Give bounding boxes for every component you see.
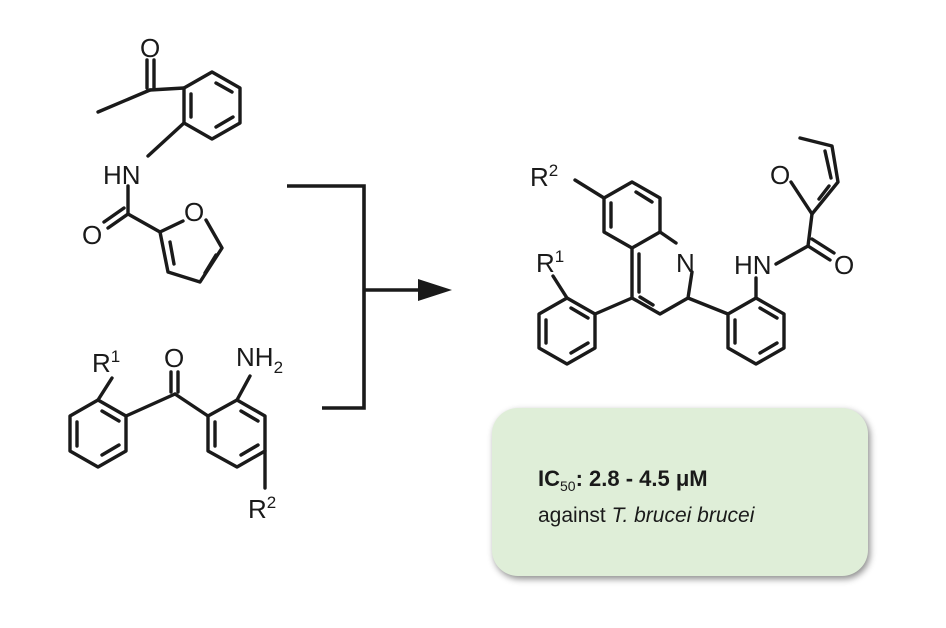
- r1-label: R1: [92, 347, 120, 378]
- r2-label: R2: [248, 493, 276, 524]
- ketone-right-bond: [173, 392, 210, 418]
- nh2-bond: [235, 374, 252, 402]
- r1-bond: [96, 376, 114, 402]
- product-quinoline-furamide: R2 N R1 HN O: [530, 136, 854, 366]
- product-furan-ring: [789, 136, 840, 216]
- c2-aryl-bond: [686, 296, 730, 316]
- product-amide-nh-label: HN: [734, 250, 772, 280]
- ic50-value-line: IC50: 2.8 - 4.5 μM: [538, 466, 708, 494]
- quinoline-benzo-ring: [602, 180, 662, 250]
- product-amide-co-bond: [806, 244, 832, 262]
- product-amide-oxygen: O: [834, 250, 854, 280]
- against-label: against: [538, 504, 606, 527]
- quinoline-nitrogen: N: [676, 248, 695, 278]
- ketone-oxygen: O: [164, 343, 184, 373]
- reactant2-left-ring: [68, 398, 128, 469]
- reactant1-benzene-ring: [182, 70, 242, 141]
- quinoline-pyridine-ring: [630, 230, 694, 316]
- reaction-bracket: [287, 184, 366, 410]
- amide-co-bond: [106, 212, 130, 230]
- activity-result-box: IC50: 2.8 - 4.5 μM against T. brucei bru…: [492, 408, 868, 576]
- reactant-aminobenzophenone: R1 O NH2 R2: [68, 342, 283, 524]
- product-r1-label: R1: [536, 247, 564, 278]
- acetyl-bond: [148, 86, 186, 92]
- ic50-range: : 2.8 - 4.5 μM: [575, 466, 708, 491]
- reaction-arrow: [364, 279, 452, 301]
- target-organism-line: against T. brucei brucei: [538, 504, 754, 528]
- amide-oxygen: O: [82, 220, 102, 250]
- anilide-n-bond: [146, 121, 186, 158]
- reactant1-furan-ring: [158, 218, 224, 284]
- amide-nh-label: HN: [103, 160, 141, 190]
- c4-aryl-bond: [593, 296, 634, 316]
- organism-name: T. brucei brucei: [611, 504, 755, 527]
- product-anilide-ring: [726, 296, 786, 366]
- acetyl-oxygen: O: [140, 33, 160, 63]
- reactant2-right-ring: [206, 398, 267, 469]
- product-r1-bond: [551, 274, 569, 300]
- furan-oxygen: O: [184, 197, 204, 227]
- ic50-subscript: 50: [560, 478, 576, 494]
- acetyl-methyl-bond: [96, 88, 152, 114]
- product-r2-label: R2: [530, 161, 558, 192]
- ketone-left-bond: [124, 392, 177, 418]
- nh2-label: NH2: [236, 342, 283, 377]
- product-r1-phenyl-ring: [537, 296, 597, 366]
- product-furan-oxygen: O: [770, 160, 790, 190]
- reactant-acetylphenyl-furamide: O HN O O: [82, 33, 242, 284]
- product-r2-bond: [573, 178, 606, 200]
- ic50-label: IC: [538, 466, 560, 491]
